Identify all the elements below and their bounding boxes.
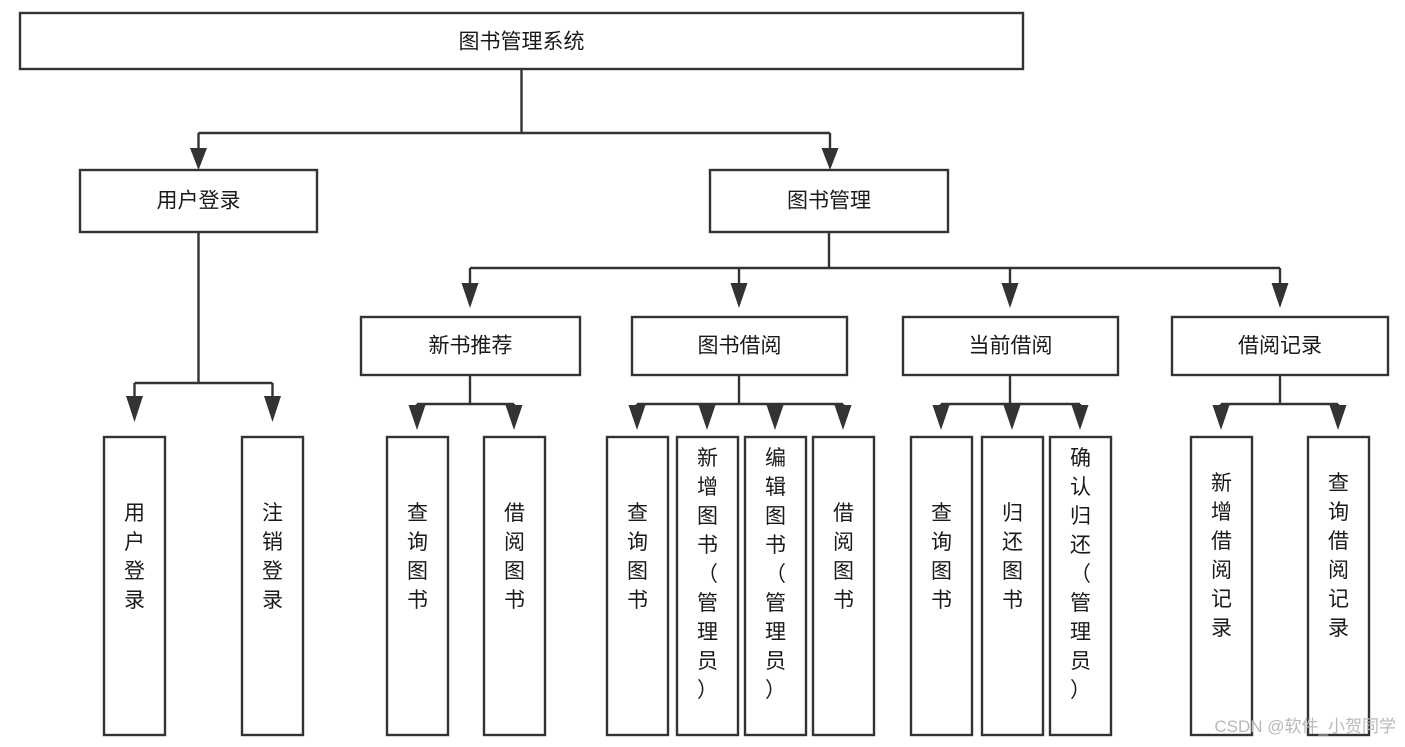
arrowhead-current-borrow bbox=[1001, 283, 1019, 308]
node-leaf-add-book-label: 新增图书（管理员） bbox=[697, 447, 718, 702]
node-leaf-return-book-label: 归还图书 bbox=[1002, 502, 1023, 612]
node-book-borrow-label: 图书借阅 bbox=[698, 335, 782, 358]
node-leaf-query-borrow-record-box[interactable] bbox=[1306, 435, 1371, 737]
node-leaf-confirm-return-label: 确认归还（管理员） bbox=[1070, 447, 1091, 702]
connector-book-management-to-level3 bbox=[461, 232, 1289, 308]
node-leaf-query-book-current-label: 查询图书 bbox=[931, 502, 952, 612]
arrowhead-leaf-add-borrow-record bbox=[1212, 405, 1230, 430]
node-leaf-borrow-book-rec-box[interactable] bbox=[482, 435, 547, 737]
node-leaf-return-book[interactable]: 归还图书 bbox=[980, 435, 1045, 737]
connector-new-book-recommend-to-leaves bbox=[408, 375, 523, 430]
node-new-book-recommend[interactable]: 新书推荐 bbox=[359, 315, 582, 377]
node-leaf-add-book[interactable]: 新增图书（管理员） bbox=[675, 435, 740, 737]
arrowhead-book-borrow bbox=[730, 283, 748, 308]
node-leaf-borrow-book-label: 借阅图书 bbox=[833, 502, 854, 612]
arrowhead-book-management bbox=[821, 148, 839, 170]
node-leaf-confirm-return-box[interactable] bbox=[1048, 435, 1113, 737]
arrowhead-leaf-query-book-current bbox=[932, 405, 950, 430]
node-leaf-query-borrow-record-label: 查询借阅记录 bbox=[1328, 472, 1349, 640]
node-leaf-add-book-box[interactable] bbox=[675, 435, 740, 737]
node-borrow-record-label: 借阅记录 bbox=[1238, 335, 1322, 358]
node-leaf-query-book-current-box[interactable] bbox=[909, 435, 974, 737]
node-leaf-query-borrow-record[interactable]: 查询借阅记录 bbox=[1306, 435, 1371, 737]
arrowhead-borrow-record bbox=[1271, 283, 1289, 308]
node-leaf-query-book-rec-label: 查询图书 bbox=[407, 502, 428, 612]
node-current-borrow-label: 当前借阅 bbox=[969, 335, 1053, 358]
arrowhead-leaf-user-login bbox=[126, 396, 143, 422]
node-user-login[interactable]: 用户登录 bbox=[78, 168, 319, 234]
arrowhead-leaf-query-book-rec bbox=[408, 405, 426, 430]
node-leaf-user-login[interactable]: 用户登录 bbox=[102, 435, 167, 737]
node-leaf-borrow-book-rec[interactable]: 借阅图书 bbox=[482, 435, 547, 737]
arrowhead-leaf-edit-book bbox=[766, 405, 784, 430]
connector-line bbox=[197, 69, 832, 152]
node-current-borrow[interactable]: 当前借阅 bbox=[901, 315, 1120, 377]
node-leaf-borrow-book[interactable]: 借阅图书 bbox=[811, 435, 876, 737]
arrowhead-leaf-logout bbox=[264, 396, 281, 422]
node-leaf-confirm-return[interactable]: 确认归还（管理员） bbox=[1048, 435, 1113, 737]
node-new-book-recommend-label: 新书推荐 bbox=[429, 335, 513, 358]
csdn-watermark: CSDN @软件_小贺同学 bbox=[1214, 717, 1396, 736]
node-leaf-query-book-borrow[interactable]: 查询图书 bbox=[605, 435, 670, 737]
connector-borrow-record-to-leaves bbox=[1212, 375, 1347, 430]
node-leaf-logout[interactable]: 注销登录 bbox=[240, 435, 305, 737]
node-leaf-edit-book-box[interactable] bbox=[743, 435, 808, 737]
arrowhead-leaf-add-book bbox=[698, 405, 716, 430]
node-leaf-borrow-book-rec-label: 借阅图书 bbox=[504, 502, 525, 612]
node-leaf-query-book-borrow-box[interactable] bbox=[605, 435, 670, 737]
node-leaf-user-login-box[interactable] bbox=[102, 435, 167, 737]
node-borrow-record[interactable]: 借阅记录 bbox=[1170, 315, 1390, 377]
connector-line bbox=[468, 232, 1282, 285]
node-leaf-edit-book-label: 编辑图书（管理员） bbox=[765, 447, 786, 702]
node-leaf-query-book-current[interactable]: 查询图书 bbox=[909, 435, 974, 737]
connector-line bbox=[133, 232, 274, 398]
node-current-borrow-box[interactable] bbox=[901, 315, 1120, 377]
arrowhead-new-book-recommend bbox=[461, 283, 479, 308]
connector-user-login-to-leaves bbox=[126, 232, 281, 422]
node-user-login-box[interactable] bbox=[78, 168, 319, 234]
node-leaf-add-borrow-record[interactable]: 新增借阅记录 bbox=[1189, 435, 1254, 737]
node-new-book-recommend-box[interactable] bbox=[359, 315, 582, 377]
node-book-management-label: 图书管理 bbox=[787, 190, 871, 213]
connector-line bbox=[635, 375, 845, 410]
arrowhead-leaf-query-borrow-record bbox=[1329, 405, 1347, 430]
arrowhead-user-login bbox=[190, 148, 207, 170]
node-leaf-return-book-box[interactable] bbox=[980, 435, 1045, 737]
node-book-management-box[interactable] bbox=[708, 168, 950, 234]
node-leaf-user-login-label: 用户登录 bbox=[124, 502, 145, 612]
node-root-box[interactable] bbox=[18, 11, 1025, 71]
node-book-borrow[interactable]: 图书借阅 bbox=[630, 315, 849, 377]
node-leaf-edit-book[interactable]: 编辑图书（管理员） bbox=[743, 435, 808, 737]
node-root-label: 图书管理系统 bbox=[459, 31, 585, 54]
connector-root-to-level2 bbox=[190, 69, 839, 170]
node-book-borrow-box[interactable] bbox=[630, 315, 849, 377]
node-leaf-query-book-borrow-label: 查询图书 bbox=[627, 502, 648, 612]
arrowhead-leaf-query-book-borrow bbox=[628, 405, 646, 430]
node-user-login-label: 用户登录 bbox=[157, 190, 241, 213]
node-leaf-query-book-rec[interactable]: 查询图书 bbox=[385, 435, 450, 737]
node-leaf-add-borrow-record-box[interactable] bbox=[1189, 435, 1254, 737]
connector-current-borrow-to-leaves bbox=[932, 375, 1089, 430]
node-leaf-query-book-rec-box[interactable] bbox=[385, 435, 450, 737]
arrowhead-leaf-confirm-return bbox=[1071, 405, 1089, 430]
node-borrow-record-box[interactable] bbox=[1170, 315, 1390, 377]
connector-line bbox=[939, 375, 1082, 410]
arrowhead-leaf-return-book bbox=[1003, 405, 1021, 430]
node-leaf-logout-label: 注销登录 bbox=[262, 502, 283, 612]
node-leaf-borrow-book-box[interactable] bbox=[811, 435, 876, 737]
connector-line bbox=[415, 375, 516, 410]
node-leaf-logout-box[interactable] bbox=[240, 435, 305, 737]
connector-line bbox=[1219, 375, 1340, 410]
node-book-management[interactable]: 图书管理 bbox=[708, 168, 950, 234]
node-root[interactable]: 图书管理系统 bbox=[18, 11, 1025, 71]
connector-book-borrow-to-leaves bbox=[628, 375, 852, 430]
arrowhead-leaf-borrow-book-rec bbox=[505, 405, 523, 430]
node-leaf-add-borrow-record-label: 新增借阅记录 bbox=[1211, 472, 1232, 640]
arrowhead-leaf-borrow-book bbox=[834, 405, 852, 430]
